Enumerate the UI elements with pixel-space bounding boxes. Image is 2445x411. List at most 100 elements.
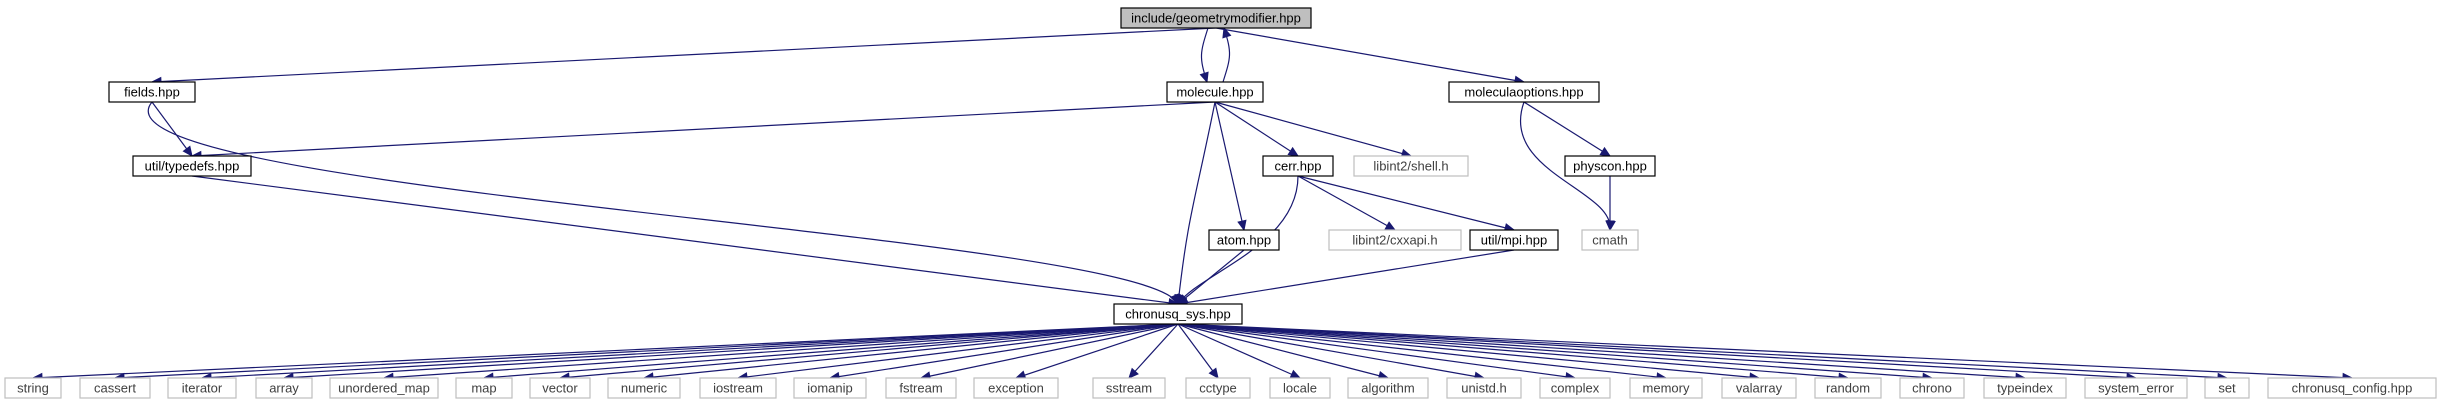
node-iterator: iterator bbox=[167, 377, 237, 399]
edge-typedefs-to-sys bbox=[191, 175, 1179, 305]
node-typedefs[interactable]: util/typedefs.hpp bbox=[132, 155, 252, 177]
node-label: map bbox=[471, 381, 496, 396]
node-box bbox=[1629, 377, 1703, 399]
node-box bbox=[2204, 377, 2250, 399]
node-complex: complex bbox=[1539, 377, 1611, 399]
node-unordered_map: unordered_map bbox=[329, 377, 439, 399]
edge-sys-to-iostream bbox=[737, 323, 1179, 379]
node-label: cerr.hpp bbox=[1275, 159, 1322, 174]
node-label: libint2/cxxapi.h bbox=[1352, 233, 1437, 248]
node-box bbox=[1446, 377, 1522, 399]
node-unistd: unistd.h bbox=[1446, 377, 1522, 399]
node-box bbox=[1564, 155, 1656, 177]
node-molecule[interactable]: molecule.hpp bbox=[1166, 81, 1264, 103]
node-box bbox=[255, 377, 313, 399]
node-label: typeindex bbox=[1997, 381, 2053, 396]
node-numeric: numeric bbox=[607, 377, 681, 399]
node-box bbox=[2084, 377, 2188, 399]
node-label: chronusq_sys.hpp bbox=[1125, 307, 1231, 322]
node-box bbox=[1539, 377, 1611, 399]
node-label: system_error bbox=[2098, 381, 2175, 396]
node-string: string bbox=[4, 377, 62, 399]
edge-sys-to-unordered_map bbox=[383, 323, 1179, 379]
node-box bbox=[973, 377, 1059, 399]
edge-sys-to-vector bbox=[559, 323, 1179, 379]
node-system_error: system_error bbox=[2084, 377, 2188, 399]
node-label: libint2/shell.h bbox=[1373, 159, 1448, 174]
node-iostream: iostream bbox=[699, 377, 777, 399]
edge-arrowhead bbox=[182, 145, 193, 157]
node-label: cmath bbox=[1592, 233, 1627, 248]
node-fields[interactable]: fields.hpp bbox=[108, 81, 196, 103]
edge-molecule-to-shell bbox=[1214, 101, 1412, 157]
node-box bbox=[1721, 377, 1797, 399]
edge-arrowhead bbox=[1599, 146, 1612, 157]
node-label: algorithm bbox=[1361, 381, 1414, 396]
edge-arrowhead bbox=[1128, 367, 1139, 379]
edge-molopts-to-cmath bbox=[1520, 101, 1611, 231]
node-label: include/geometrymodifier.hpp bbox=[1131, 11, 1301, 26]
node-array: array bbox=[255, 377, 313, 399]
edge-sys-to-fstream bbox=[920, 323, 1179, 379]
node-sstream: sstream bbox=[1092, 377, 1166, 399]
node-box bbox=[79, 377, 151, 399]
node-root[interactable]: include/geometrymodifier.hpp bbox=[1120, 7, 1312, 29]
node-exception: exception bbox=[973, 377, 1059, 399]
node-box bbox=[1113, 303, 1243, 325]
edge-sys-to-sstream bbox=[1128, 323, 1179, 379]
edge-arrowhead bbox=[1222, 26, 1232, 39]
node-box bbox=[1269, 377, 1331, 399]
node-label: cctype bbox=[1199, 381, 1237, 396]
node-sys[interactable]: chronusq_sys.hpp bbox=[1113, 303, 1243, 325]
node-label: fstream bbox=[899, 381, 942, 396]
edge-arrowhead bbox=[1384, 221, 1397, 231]
node-box bbox=[1581, 229, 1639, 251]
node-label: random bbox=[1826, 381, 1870, 396]
node-cerr[interactable]: cerr.hpp bbox=[1262, 155, 1334, 177]
edge-root-to-molopts bbox=[1215, 27, 1525, 83]
node-atom[interactable]: atom.hpp bbox=[1208, 229, 1280, 251]
node-memory: memory bbox=[1629, 377, 1703, 399]
edge-arrowhead bbox=[1289, 369, 1302, 379]
node-box bbox=[1262, 155, 1334, 177]
edges-layer bbox=[31, 26, 2354, 383]
node-cassert: cassert bbox=[79, 377, 151, 399]
node-label: exception bbox=[988, 381, 1044, 396]
node-shell: libint2/shell.h bbox=[1353, 155, 1469, 177]
node-random: random bbox=[1814, 377, 1882, 399]
node-box bbox=[1448, 81, 1600, 103]
edge-molecule-to-typedefs bbox=[191, 101, 1216, 157]
node-physcon[interactable]: physcon.hpp bbox=[1564, 155, 1656, 177]
edge-sys-to-iomanip bbox=[829, 323, 1179, 379]
node-box bbox=[1899, 377, 1965, 399]
edge-cerr-to-sys bbox=[1177, 175, 1299, 305]
node-label: complex bbox=[1551, 381, 1600, 396]
node-label: util/mpi.hpp bbox=[1481, 233, 1547, 248]
node-molopts[interactable]: moleculaoptions.hpp bbox=[1448, 81, 1600, 103]
edge-sys-to-valarray bbox=[1177, 323, 1760, 379]
node-box bbox=[529, 377, 591, 399]
node-label: memory bbox=[1643, 381, 1690, 396]
edge-sys-to-set bbox=[1177, 323, 2228, 379]
node-label: valarray bbox=[1736, 381, 1783, 396]
node-box bbox=[167, 377, 237, 399]
node-mpi[interactable]: util/mpi.hpp bbox=[1469, 229, 1559, 251]
node-label: util/typedefs.hpp bbox=[145, 159, 240, 174]
node-label: molecule.hpp bbox=[1176, 85, 1253, 100]
node-box bbox=[1166, 81, 1264, 103]
edge-sys-to-iterator bbox=[201, 323, 1179, 379]
node-box bbox=[699, 377, 777, 399]
edge-sys-to-algorithm bbox=[1177, 323, 1389, 379]
edge-sys-to-memory bbox=[1177, 323, 1667, 379]
nodes-layer: include/geometrymodifier.hpp fields.hpp mo… bbox=[4, 7, 2437, 399]
node-box bbox=[1983, 377, 2067, 399]
node-box bbox=[1208, 229, 1280, 251]
edge-molecule-to-cerr bbox=[1214, 101, 1299, 157]
node-typeindex: typeindex bbox=[1983, 377, 2067, 399]
node-label: set bbox=[2218, 381, 2236, 396]
node-box bbox=[793, 377, 867, 399]
node-label: array bbox=[269, 381, 299, 396]
node-label: unordered_map bbox=[338, 381, 430, 396]
edge-sys-to-system_error bbox=[1177, 323, 2137, 379]
